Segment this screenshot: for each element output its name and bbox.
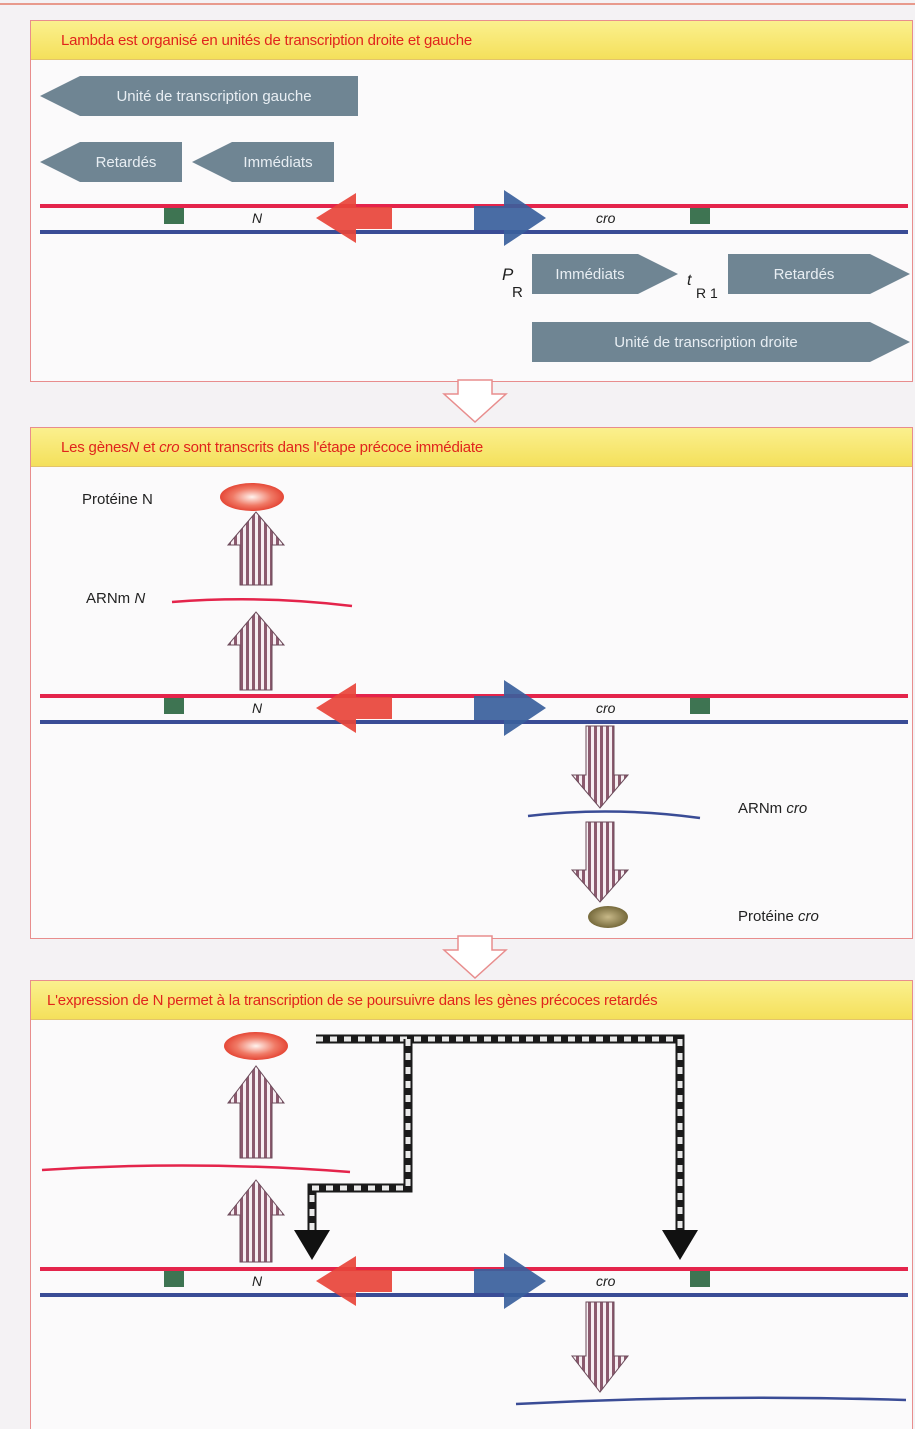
PL-promoter-arrow-1 [316, 193, 392, 243]
dna-strand-bottom-1 [40, 230, 908, 234]
panel-2-title-cro: cro [159, 438, 180, 456]
panel-2-title-N: N [128, 438, 140, 456]
right-unit-label: Unité de transcription droite [614, 333, 798, 351]
gene-N-label-1: N [252, 210, 263, 226]
translation-arrow-cro [570, 821, 630, 903]
mrna-N-line [171, 598, 353, 608]
gene-cro-label-2: cro [596, 700, 616, 716]
mrna-N-gene: N [134, 590, 146, 607]
flow-arrow-2 [442, 935, 508, 980]
antitermination-arrowhead-right [662, 1230, 698, 1260]
terminator-tL1-box-2 [164, 698, 184, 714]
PL-promoter-arrow-2 [316, 683, 392, 733]
translation-arrow-N [226, 511, 286, 586]
mrna-cro-gene: cro [786, 800, 808, 817]
mrna-cro-prefix: ARNm [738, 800, 787, 817]
terminator-tR1-box-1 [690, 208, 710, 224]
panel-immediate-early: Les gènes N et cro sont transcrits dans … [30, 427, 913, 939]
PL-promoter-arrow-3 [316, 1256, 392, 1306]
left-unit-arrow: Unité de transcription gauche [40, 76, 358, 116]
terminator-tL1-box-3 [164, 1271, 184, 1287]
panel-2-title-mid: et [139, 438, 160, 456]
panel-1-title: Lambda est organisé en unités de transcr… [61, 31, 473, 49]
translation-arrow-N-3 [226, 1065, 286, 1159]
panel-delayed-early: L'expression de N permet à la transcript… [30, 980, 913, 1429]
right-delayed-arrow: Retardés [728, 254, 910, 294]
mrna-right-extended-line [515, 1396, 907, 1406]
right-unit-arrow: Unité de transcription droite [532, 322, 910, 362]
gene-N-label-3: N [252, 1273, 263, 1289]
gene-N-label-2: N [252, 700, 263, 716]
panel-2-title-pre: Les gènes [61, 438, 129, 456]
protein-cro-prefix: Protéine [738, 908, 799, 925]
PR-label-P: P [502, 265, 514, 284]
mrna-cro-label: ARNm cro [738, 800, 807, 817]
panel-header-1: Lambda est organisé en unités de transcr… [31, 21, 912, 60]
tR1-label-sub: R 1 [696, 285, 718, 301]
transcription-arrow-N [226, 611, 286, 691]
flow-arrow-1 [442, 379, 508, 424]
dna-strand-bottom-3 [40, 1293, 908, 1297]
protein-N-blob [220, 483, 284, 511]
transcription-arrow-N-3 [226, 1179, 286, 1263]
mrna-N-prefix: ARNm [86, 590, 135, 607]
right-delayed-label: Retardés [773, 265, 835, 283]
right-immediate-label: Immédiats [555, 265, 625, 283]
panel-3-title: L'expression de N permet à la transcript… [47, 991, 658, 1009]
protein-cro-label: Protéine cro [738, 908, 819, 925]
transcription-arrow-cro [570, 725, 630, 809]
protein-N-blob-3 [224, 1032, 288, 1060]
PR-label-R: R [512, 284, 523, 301]
terminator-tL1-box-1 [164, 208, 184, 224]
protein-cro-blob [588, 906, 628, 928]
mrna-cro-line [527, 810, 701, 820]
protein-N-label: Protéine N [82, 491, 153, 508]
protein-cro-gene: cro [798, 908, 819, 925]
gene-cro-label-3: cro [596, 1273, 616, 1289]
mrna-N-line-3 [41, 1164, 351, 1174]
left-immediate-label: Immédiats [243, 153, 313, 171]
dna-strand-bottom-2 [40, 720, 908, 724]
left-unit-label: Unité de transcription gauche [116, 87, 312, 105]
mrna-N-label: ARNm N [86, 590, 145, 607]
PR-promoter-arrow-3 [474, 1253, 546, 1309]
terminator-tR1-box-2 [690, 698, 710, 714]
panel-header-3: L'expression de N permet à la transcript… [31, 981, 912, 1020]
left-delayed-label: Retardés [95, 153, 157, 171]
antitermination-paths [307, 1034, 685, 1236]
panel-header-2: Les gènes N et cro sont transcrits dans … [31, 428, 912, 467]
top-rule [0, 3, 915, 5]
PR-promoter-arrow-1 [474, 190, 546, 246]
transcription-arrow-cro-3 [570, 1301, 630, 1393]
PR-promoter-arrow-2 [474, 680, 546, 736]
tR1-label-t: t [687, 272, 692, 289]
antitermination-arrowhead-left [294, 1230, 330, 1260]
panel-2-title-post: sont transcrits dans l'étape précoce imm… [179, 438, 483, 456]
gene-cro-label-1: cro [596, 210, 616, 226]
terminator-tR1-box-3 [690, 1271, 710, 1287]
left-immediate-arrow: Immédiats [192, 142, 334, 182]
